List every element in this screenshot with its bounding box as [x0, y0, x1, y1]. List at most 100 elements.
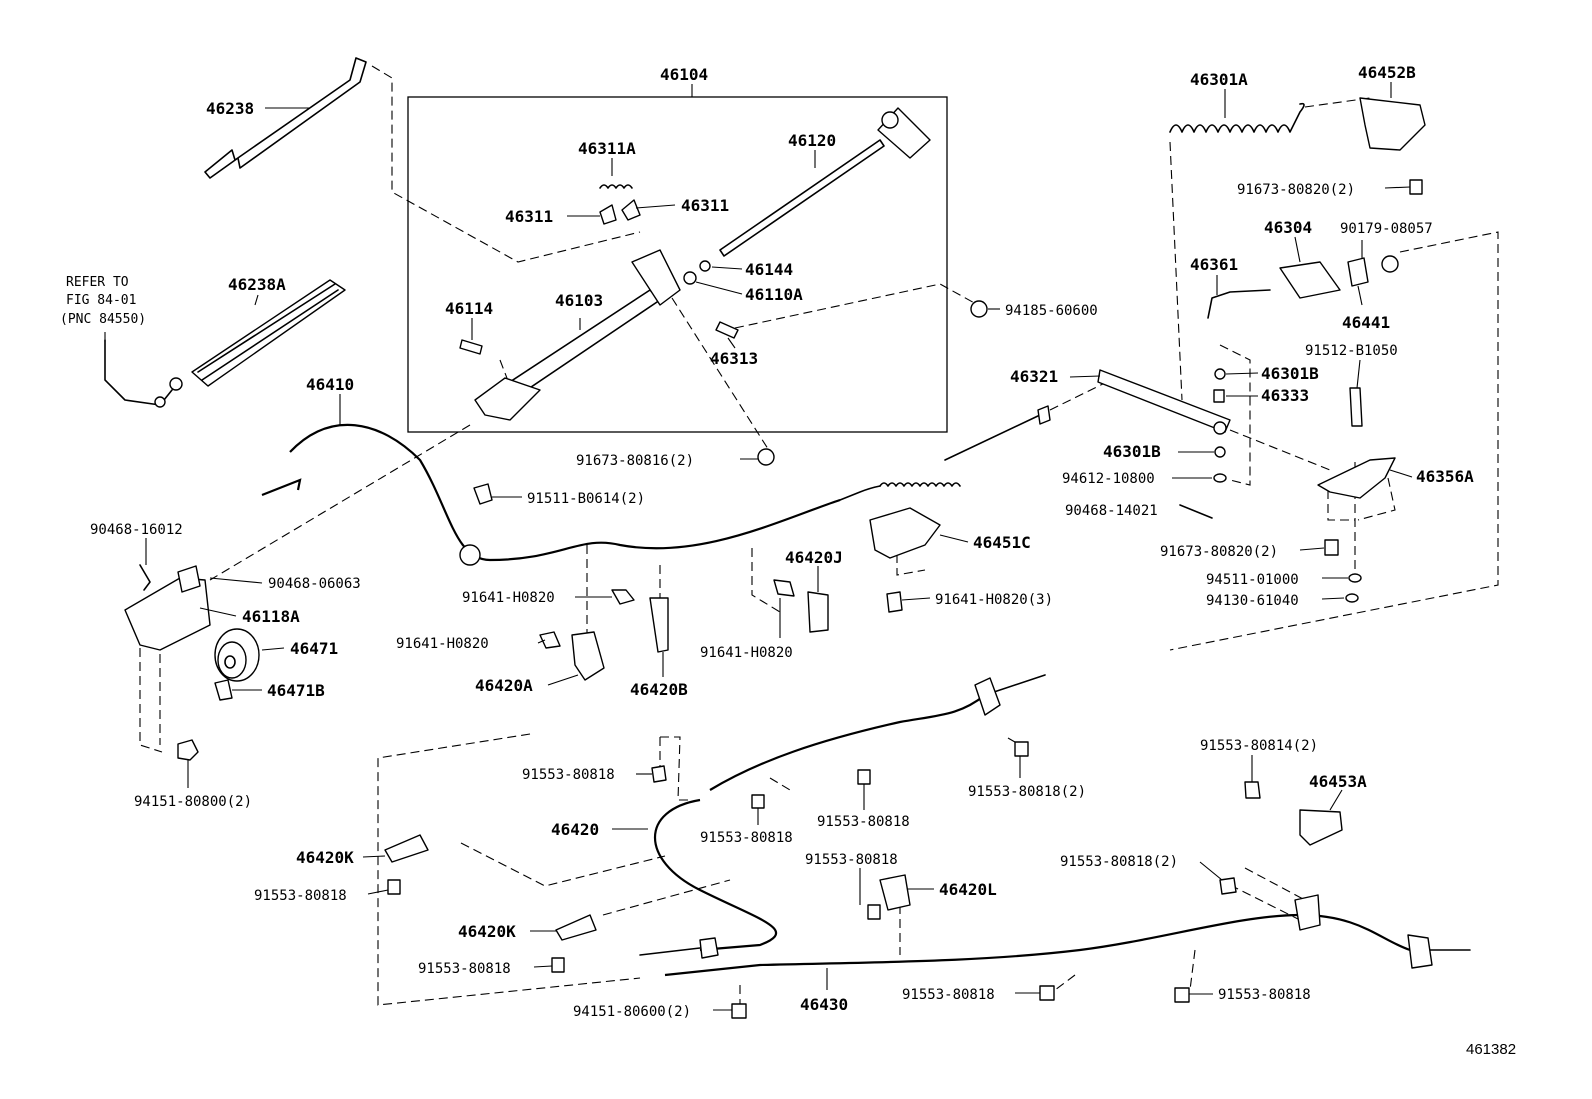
label-46104[interactable]: 46104	[660, 65, 708, 84]
label-46420B[interactable]: 46420B	[630, 680, 688, 699]
label-91553-80818-d[interactable]: 91553-80818	[254, 888, 347, 904]
label-46321[interactable]: 46321	[1010, 367, 1058, 386]
label-46471B[interactable]: 46471B	[267, 681, 325, 700]
label-91641-H0820-3[interactable]: 91641-H0820(3)	[935, 592, 1053, 608]
label-91673-80816-2[interactable]: 91673-80816(2)	[576, 453, 694, 469]
label-91673-80820-2a[interactable]: 91673-80820(2)	[1237, 182, 1355, 198]
refer-note-line2: FIG 84-01	[66, 293, 136, 308]
part-91641-H0820-3	[886, 591, 903, 613]
label-91553-80818-g[interactable]: 91553-80818	[902, 987, 995, 1003]
part-46301A-spring	[1169, 102, 1305, 133]
label-46420A[interactable]: 46420A	[475, 676, 533, 695]
part-94151-80800-nut	[177, 739, 199, 761]
label-46452B[interactable]: 46452B	[1358, 63, 1416, 82]
label-46420K-b[interactable]: 46420K	[458, 922, 516, 941]
label-46110A[interactable]: 46110A	[745, 285, 803, 304]
label-46301B-b[interactable]: 46301B	[1103, 442, 1161, 461]
part-46420J-clip	[807, 591, 829, 633]
label-90468-06063[interactable]: 90468-06063	[268, 576, 361, 592]
part-46420A-clip	[571, 631, 605, 681]
part-46311-springs	[599, 184, 641, 225]
part-46361-rod	[1207, 289, 1271, 319]
label-90179-08057[interactable]: 90179-08057	[1340, 221, 1433, 237]
label-46361[interactable]: 46361	[1190, 255, 1238, 274]
label-46430[interactable]: 46430	[800, 995, 848, 1014]
part-91673-80816	[757, 448, 775, 466]
part-46238A-grip	[104, 279, 346, 408]
label-46118A[interactable]: 46118A	[242, 607, 300, 626]
label-46420[interactable]: 46420	[551, 820, 599, 839]
part-labels: 46104 46238 46311A 46120 46311 46311 REF…	[60, 63, 1516, 1058]
nut-94151-80600	[731, 1003, 747, 1019]
part-46420L	[879, 874, 911, 911]
label-46333[interactable]: 46333	[1261, 386, 1309, 405]
label-94511-01000[interactable]: 94511-01000	[1206, 572, 1299, 588]
label-91512-B1050[interactable]: 91512-B1050	[1305, 343, 1398, 359]
label-91511-B0614-2[interactable]: 91511-B0614(2)	[527, 491, 645, 507]
label-46311-right[interactable]: 46311	[681, 196, 729, 215]
label-94151-80800-2[interactable]: 94151-80800(2)	[134, 794, 252, 810]
label-46420J[interactable]: 46420J	[785, 548, 843, 567]
label-91641-H0820-b[interactable]: 91641-H0820	[396, 636, 489, 652]
part-94130-61040	[1345, 593, 1359, 603]
label-90468-16012[interactable]: 90468-16012	[90, 522, 183, 538]
part-46420K-b	[555, 914, 597, 941]
bolt-91553-80818-2a	[1014, 741, 1029, 757]
part-46313-pin	[715, 321, 739, 339]
label-91673-80820-2b[interactable]: 91673-80820(2)	[1160, 544, 1278, 560]
label-46420K-a[interactable]: 46420K	[296, 848, 354, 867]
label-46238[interactable]: 46238	[206, 99, 254, 118]
label-46114[interactable]: 46114	[445, 299, 493, 318]
label-91641-H0820-a[interactable]: 91641-H0820	[462, 590, 555, 606]
label-91553-80818-h[interactable]: 91553-80818	[1218, 987, 1311, 1003]
refer-note-line1: REFER TO	[66, 275, 129, 290]
label-91553-80818-2b[interactable]: 91553-80818(2)	[1060, 854, 1178, 870]
label-91553-80818-f[interactable]: 91553-80818	[418, 961, 511, 977]
part-46471B-bolt	[214, 679, 233, 701]
label-46238A[interactable]: 46238A	[228, 275, 286, 294]
label-94130-61040[interactable]: 94130-61040	[1206, 593, 1299, 609]
label-46441[interactable]: 46441	[1342, 313, 1390, 332]
label-91553-80818-e[interactable]: 91553-80818	[805, 852, 898, 868]
label-46471[interactable]: 46471	[290, 639, 338, 658]
label-91553-80814-2[interactable]: 91553-80814(2)	[1200, 738, 1318, 754]
label-46453A[interactable]: 46453A	[1309, 772, 1367, 791]
part-91641-H0820-c	[773, 579, 795, 597]
label-94185-60600[interactable]: 94185-60600	[1005, 303, 1098, 319]
part-91512-B1050-bolt	[1349, 387, 1363, 427]
part-46301B-b	[1214, 446, 1226, 458]
part-91511-B0614	[473, 483, 493, 505]
label-46420L[interactable]: 46420L	[939, 880, 997, 899]
label-91553-80818-2a[interactable]: 91553-80818(2)	[968, 784, 1086, 800]
label-46144[interactable]: 46144	[745, 260, 793, 279]
label-46311-left[interactable]: 46311	[505, 207, 553, 226]
label-46311A[interactable]: 46311A	[578, 139, 636, 158]
part-46238-rod	[204, 57, 367, 179]
label-46356A[interactable]: 46356A	[1416, 467, 1474, 486]
label-90468-14021[interactable]: 90468-14021	[1065, 503, 1158, 519]
bolt-91553-80818-a	[651, 765, 667, 783]
bolt-91553-80818-d	[387, 879, 401, 895]
label-91553-80818-b[interactable]: 91553-80818	[700, 830, 793, 846]
part-46420B-clip	[649, 597, 669, 653]
label-46313[interactable]: 46313	[710, 349, 758, 368]
label-46103[interactable]: 46103	[555, 291, 603, 310]
label-91553-80818-c[interactable]: 91553-80818	[817, 814, 910, 830]
label-91553-80818-a[interactable]: 91553-80818	[522, 767, 615, 783]
label-46120[interactable]: 46120	[788, 131, 836, 150]
figure-number: 461382	[1466, 1041, 1516, 1058]
label-94151-80600-2[interactable]: 94151-80600(2)	[573, 1004, 691, 1020]
label-46304[interactable]: 46304	[1264, 218, 1312, 237]
label-46410[interactable]: 46410	[306, 375, 354, 394]
label-94612-10800[interactable]: 94612-10800	[1062, 471, 1155, 487]
part-46120-rod	[719, 107, 931, 257]
part-94185-60600	[970, 300, 988, 318]
label-46301A[interactable]: 46301A	[1190, 70, 1248, 89]
bolt-91553-80818-f	[551, 957, 565, 973]
label-91641-H0820-c[interactable]: 91641-H0820	[700, 645, 793, 661]
label-46301B-a[interactable]: 46301B	[1261, 364, 1319, 383]
part-46410-cable	[261, 405, 1051, 566]
label-46451C[interactable]: 46451C	[973, 533, 1031, 552]
part-91673-80820-a	[1409, 179, 1423, 195]
